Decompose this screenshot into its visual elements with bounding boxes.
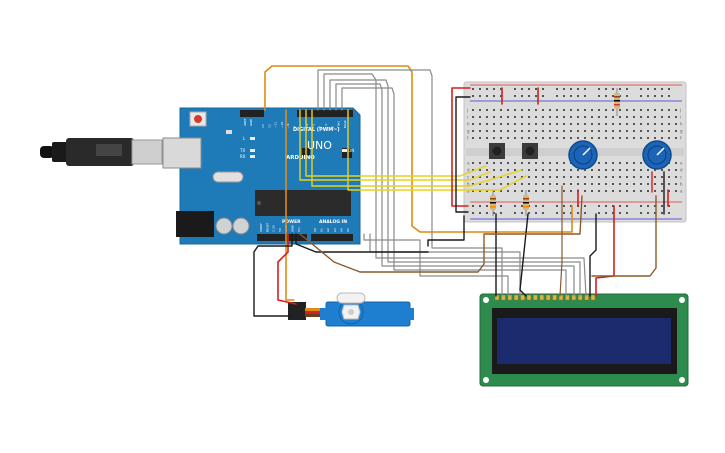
wires bbox=[253, 65, 669, 317]
wire-yellow-1 bbox=[299, 109, 491, 181]
breadboard-row-letter: e bbox=[467, 161, 470, 166]
lcd-16x2-module bbox=[479, 293, 689, 387]
digital-pin-label: ~9 bbox=[286, 123, 290, 128]
analog-pin-label: A5 bbox=[346, 228, 350, 232]
potentiometer-1 bbox=[568, 140, 598, 170]
wire-black-rail-left bbox=[455, 96, 471, 213]
wire-yellow-2 bbox=[305, 109, 487, 177]
breadboard-row-letter: d bbox=[680, 168, 683, 173]
analog-pin-label: A3 bbox=[333, 228, 337, 232]
breadboard-row-letter: b bbox=[467, 182, 470, 187]
wire-grey-3 bbox=[329, 79, 581, 297]
wire-red-rail-left bbox=[451, 87, 471, 207]
power-label: POWER bbox=[282, 219, 301, 225]
wire-grey-5 bbox=[341, 87, 567, 297]
digital-pin-label: 12 bbox=[267, 124, 271, 128]
analog-pin-label: A1 bbox=[320, 228, 324, 232]
resistor-bottom-1 bbox=[490, 190, 496, 216]
resistor-top bbox=[614, 88, 620, 116]
wire-brown-1 bbox=[299, 195, 583, 273]
lcd-pin-header bbox=[494, 294, 596, 301]
potentiometer-2 bbox=[642, 140, 672, 170]
power-pin-label: RESET bbox=[265, 222, 269, 232]
model-label: UNO bbox=[307, 139, 332, 152]
digital-pin-label: ~3 bbox=[324, 123, 328, 128]
analog-pin-label: A2 bbox=[326, 228, 330, 232]
wire-grey-1 bbox=[317, 69, 503, 297]
gnd-label: GND bbox=[249, 118, 253, 126]
wire-orange-digital bbox=[264, 65, 573, 233]
wire-grey-4 bbox=[335, 83, 575, 297]
digital-pin-label: 2 bbox=[330, 126, 334, 128]
breadboard-row-letter: c bbox=[467, 175, 469, 180]
digital-label: DIGITAL (PWM~) bbox=[293, 127, 340, 133]
wire-yellow-3 bbox=[311, 109, 523, 187]
power-pin-label: 5V bbox=[278, 227, 282, 232]
breadboard-row-letter: j bbox=[679, 108, 681, 113]
breadboard-row-letter: g bbox=[467, 129, 470, 134]
digital-pin-label: ~10 bbox=[280, 122, 284, 128]
resistor-bottom-2 bbox=[523, 190, 529, 216]
breadboard-row-letter: h bbox=[680, 122, 683, 127]
digital-pin-label: ~11 bbox=[274, 122, 278, 128]
breadboard-row-letter: j bbox=[466, 108, 468, 113]
wire-yellow-4 bbox=[347, 109, 527, 191]
wire-black-lcd-3 bbox=[589, 213, 597, 297]
digital-pin-label: ~6 bbox=[305, 123, 309, 128]
digital-pin-label: 4 bbox=[318, 126, 322, 128]
digital-pin-label: ~5 bbox=[311, 123, 315, 128]
breadboard-row-letter: f bbox=[467, 136, 469, 141]
power-pin-label: 3.3V bbox=[272, 224, 276, 232]
l-label: L bbox=[243, 136, 246, 141]
arduino-uno-board: DIGITAL (PWM~) ARDUINO UNO POWER ANALOG … bbox=[162, 107, 361, 245]
breadboard-row-letter: d bbox=[467, 168, 470, 173]
wire-brown-2 bbox=[591, 195, 657, 277]
digital-pin-label: RX◂0 bbox=[343, 120, 347, 128]
breadboard-row-letter: a bbox=[467, 189, 470, 194]
usb-cable bbox=[40, 138, 163, 166]
analog-pin-label: A0 bbox=[313, 228, 317, 232]
push-button-2 bbox=[522, 143, 538, 159]
wire-black-gnd-1 bbox=[427, 215, 465, 247]
wire-orange-servo-signal bbox=[285, 109, 295, 301]
push-button-1 bbox=[489, 143, 505, 159]
breadboard-row-letter: c bbox=[680, 175, 682, 180]
power-pin-label: GND bbox=[291, 224, 295, 232]
breadboard-row-letter: a bbox=[680, 189, 683, 194]
analog-label: ANALOG IN bbox=[319, 219, 347, 225]
power-pin-label: IOREF bbox=[259, 223, 263, 232]
power-pin-label: Vin bbox=[297, 227, 301, 232]
rx-label: RX bbox=[240, 154, 246, 159]
wire-black-lcd-2 bbox=[519, 213, 529, 297]
analog-pin-label: A4 bbox=[339, 228, 343, 232]
digital-pin-label: 7 bbox=[299, 126, 303, 128]
breadboard-row-letter: i bbox=[467, 115, 468, 120]
digital-pin-label: 13 bbox=[261, 124, 265, 128]
tx-label: TX bbox=[239, 148, 245, 153]
wire-black-gnd-arduino bbox=[295, 233, 429, 253]
breadboard-row-letter: i bbox=[680, 115, 681, 120]
wire-brown-3 bbox=[559, 185, 563, 297]
micro-servo bbox=[288, 292, 414, 327]
digital-pin-label: 8 bbox=[293, 126, 297, 128]
wire-red-lcd bbox=[595, 205, 615, 297]
breadboard-row-letter: b bbox=[680, 182, 683, 187]
wire-grey-6 bbox=[369, 233, 521, 297]
aref-label: AREF bbox=[243, 118, 247, 126]
breadboard-row-letter: g bbox=[680, 129, 683, 134]
on-label: ON bbox=[348, 148, 354, 153]
breadboard-row-letter: e bbox=[680, 161, 683, 166]
wire-grey-7 bbox=[363, 233, 509, 297]
breadboard-row-letter: h bbox=[467, 122, 470, 127]
breadboard-row-letter: f bbox=[680, 136, 682, 141]
digital-pin-label: TX▸1 bbox=[337, 121, 341, 129]
wire-black-gnd-servo bbox=[253, 233, 293, 317]
